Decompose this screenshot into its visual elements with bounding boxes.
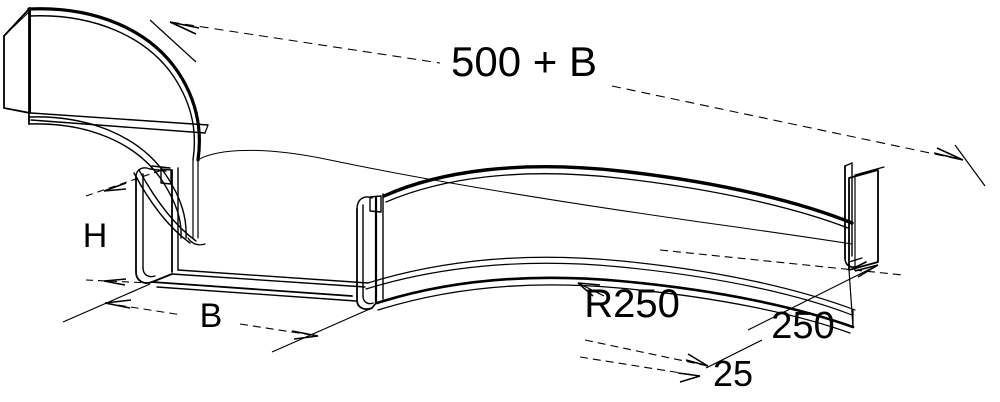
dimension-line-branch-offset (659, 249, 904, 331)
main-run-front-rail (365, 256, 856, 334)
dimension-label-overall-length: 500 + B (451, 38, 597, 85)
left-branch-inner-wall (30, 112, 209, 244)
dimension-label-bend-radius: R250 (584, 282, 680, 326)
tray-floor-left-section (151, 124, 369, 302)
dimension-label-height: H (83, 217, 108, 255)
dimension-label-width: B (200, 297, 223, 335)
main-run-rear-wall (197, 149, 854, 245)
dimension-leader-bend-radius (577, 282, 605, 297)
dimension-line-flange-detail (579, 339, 763, 383)
dimension-line-width (62, 283, 373, 353)
dimension-lines-group (62, 19, 986, 383)
left-end-connector-plate (3, 7, 32, 114)
tray-geometry-group (3, 7, 885, 334)
dimension-line-overall-length (149, 19, 986, 187)
dimension-label-branch-offset: 250 (771, 305, 834, 347)
dimension-label-flange-detail: 25 (713, 353, 753, 394)
dimension-line-height (85, 169, 163, 286)
centre-divider-rail (356, 193, 384, 311)
interior-detail-lines (187, 159, 206, 246)
right-end-connector-plate (844, 162, 885, 328)
left-side-rail-profile (135, 165, 179, 284)
dimension-labels-group: 500 + B H B R250 250 25 (83, 38, 835, 394)
